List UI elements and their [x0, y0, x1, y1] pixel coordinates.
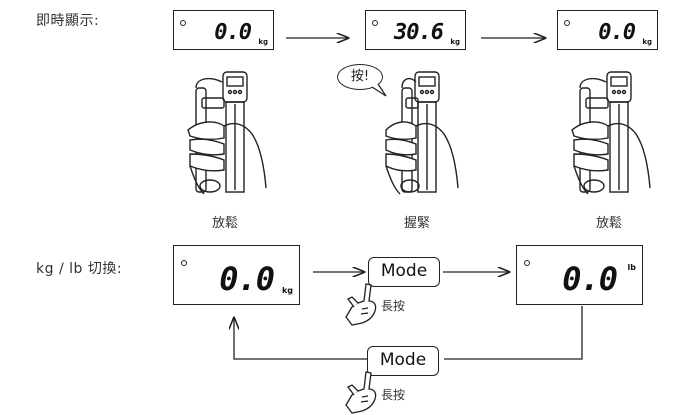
mode-button[interactable]: Mode — [367, 346, 439, 376]
dynamometer-icon — [385, 71, 459, 195]
lcd-display-grip: 30.6 kg — [365, 10, 466, 50]
lcd-value: 0.0 — [214, 20, 252, 45]
pressing-hand-icon — [345, 283, 377, 326]
lcd-display-relax-2: 0.0 kg — [557, 10, 658, 50]
dynamometer-icon — [571, 71, 651, 195]
arrow-up-icon — [234, 318, 367, 360]
return-loop-line — [444, 306, 583, 360]
dynamometer-icon — [187, 71, 267, 195]
lcd-unit: lb — [627, 263, 636, 272]
section-label-live-display: 即時顯示: — [36, 13, 100, 29]
long-press-label: 長按 — [381, 388, 406, 402]
lcd-display-relax-1: 0.0 kg — [173, 10, 274, 50]
lcd-value: 0.0 — [598, 20, 636, 45]
lcd-indicator-dot — [564, 20, 570, 26]
lcd-indicator-dot — [372, 20, 378, 26]
lcd-value: 30.6 — [394, 20, 444, 45]
lcd-indicator-dot — [180, 20, 186, 26]
caption-relax-1: 放鬆 — [211, 216, 238, 231]
lcd-unit: kg — [450, 38, 460, 46]
lcd-unit: kg — [642, 38, 652, 46]
long-press-label: 長按 — [381, 299, 406, 313]
lcd-indicator-dot — [181, 260, 187, 266]
lcd-unit: kg — [258, 38, 268, 46]
pressing-hand-icon — [345, 371, 377, 414]
lcd-value: 0.0 — [562, 260, 618, 298]
lcd-display-kg: 0.0 kg — [173, 245, 300, 305]
lcd-unit: kg — [281, 286, 293, 295]
caption-grip: 握緊 — [403, 216, 430, 231]
lcd-value: 0.0 — [219, 260, 275, 298]
mode-button[interactable]: Mode — [368, 257, 440, 287]
lcd-indicator-dot — [524, 260, 530, 266]
section-label-unit-switch: kg / lb 切換: — [36, 261, 123, 277]
lcd-display-lb: 0.0 lb — [516, 245, 643, 305]
caption-relax-2: 放鬆 — [595, 216, 622, 231]
